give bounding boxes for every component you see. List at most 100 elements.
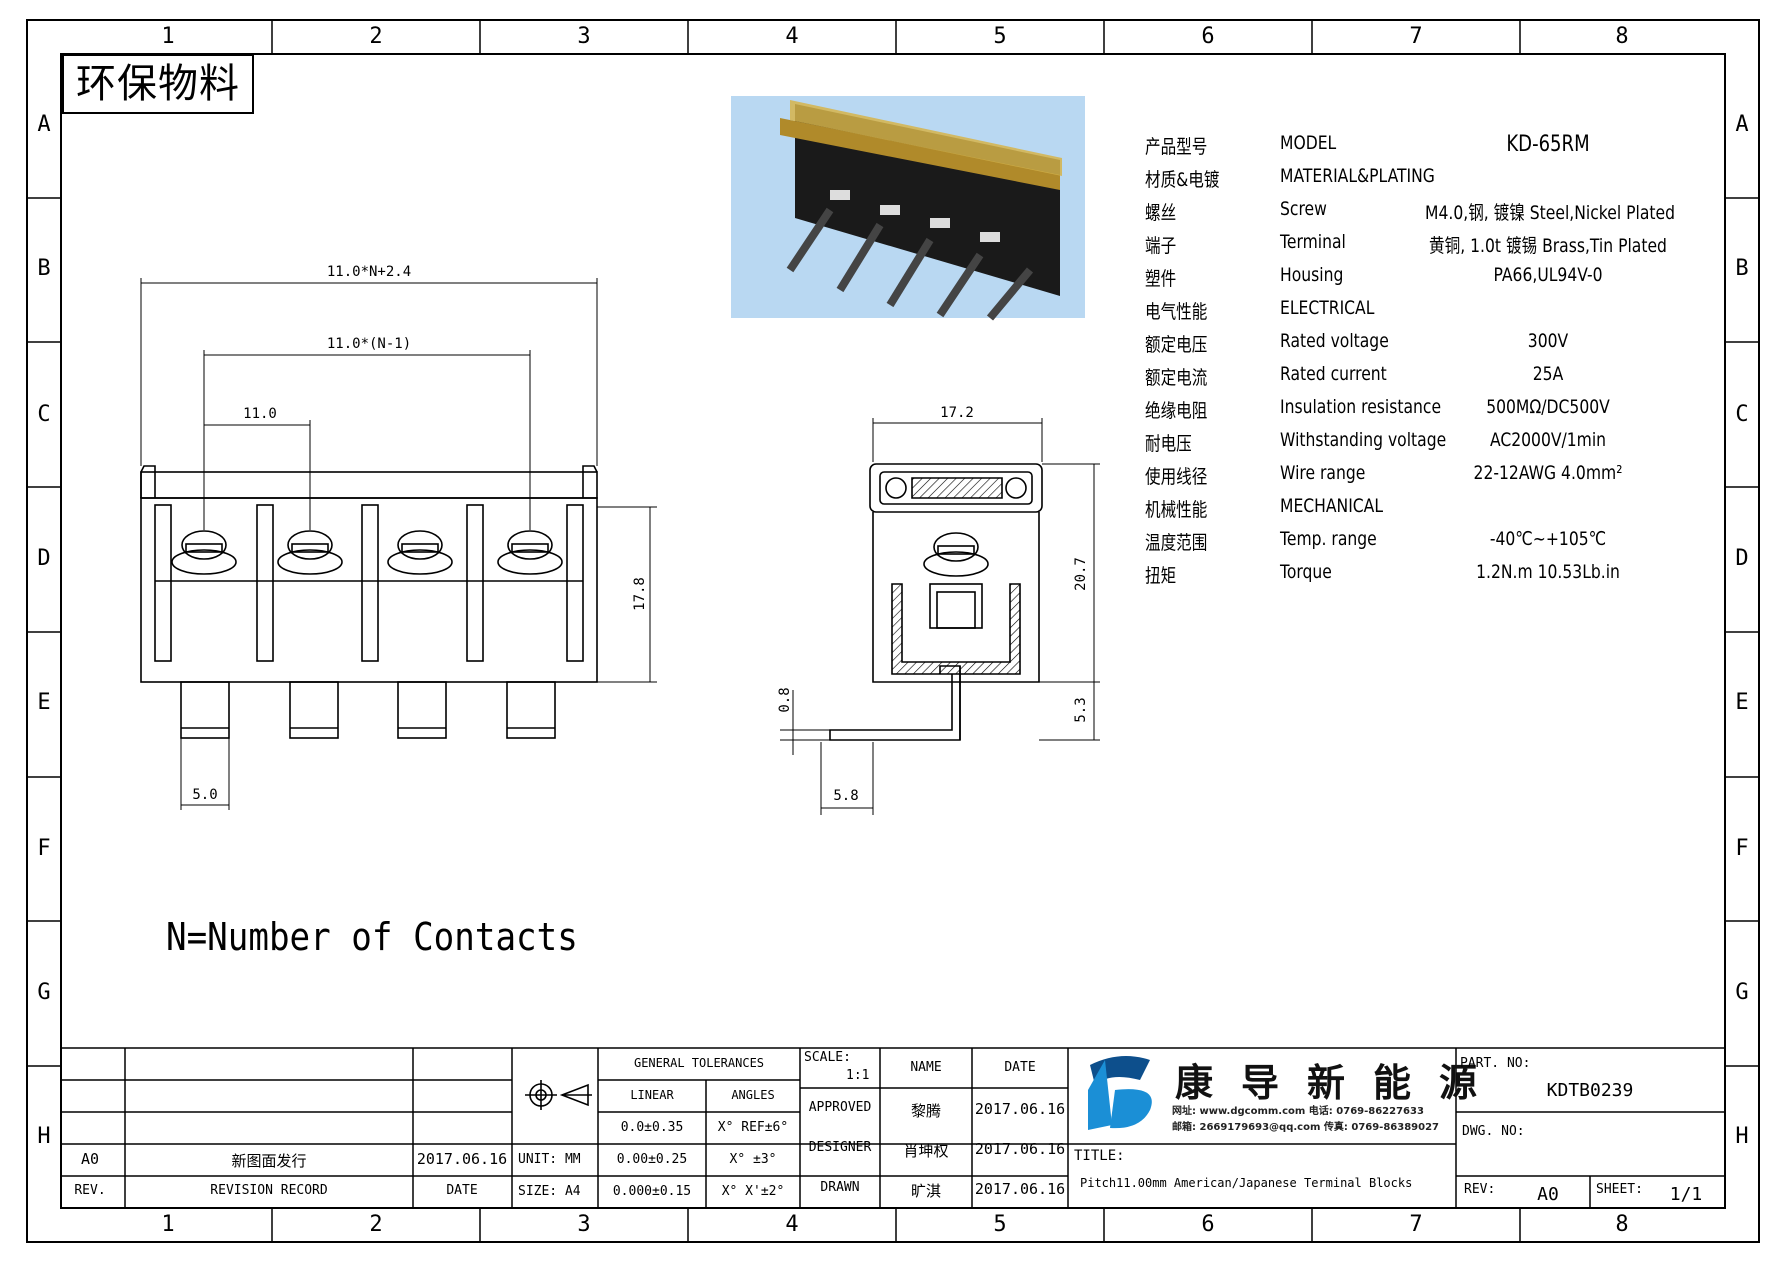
company-logo (1088, 1056, 1152, 1130)
title-block-lines (61, 1047, 1725, 1208)
angle-tolerance: X° REF±6° (717, 1120, 789, 1135)
col-label-7: 7 (1409, 24, 1423, 49)
row-label-c-right: C (1735, 402, 1749, 427)
scale-value: 1:1 (846, 1068, 870, 1083)
spec-en: ELECTRICAL (1280, 297, 1375, 319)
col-label-8-bottom: 8 (1615, 1212, 1629, 1237)
col-label-4: 4 (785, 24, 799, 49)
col-label-7-bottom: 7 (1409, 1212, 1423, 1237)
spec-value: 黄铜, 1.0t 镀锡 Brass,Tin Plated (1429, 235, 1667, 257)
approved-date: 2017.06.16 (974, 1100, 1066, 1118)
rev-value: A0 (1537, 1184, 1559, 1205)
col-label-8: 8 (1615, 24, 1629, 49)
row-label-a: A (37, 112, 51, 137)
angle-tolerance: X° ±3° (729, 1152, 777, 1167)
approved-name: 黎腾 (910, 1102, 942, 1120)
linear-header: LINEAR (630, 1088, 674, 1102)
row-label-b: B (37, 256, 51, 281)
product-photo (731, 96, 1085, 321)
col-label-2-bottom: 2 (369, 1212, 383, 1237)
designer-name: 肖坤权 (903, 1142, 949, 1160)
col-label-3: 3 (577, 24, 591, 49)
spec-en: Insulation resistance (1280, 396, 1442, 418)
row-label-d-right: D (1735, 546, 1749, 571)
drawn-label: DRAWN (820, 1180, 860, 1195)
spec-en: Screw (1280, 198, 1327, 220)
spec-en: Housing (1280, 264, 1344, 286)
row-label-b-right: B (1735, 256, 1749, 281)
spec-cn: 绝缘电阻 (1145, 400, 1208, 422)
title-label: TITLE: (1074, 1148, 1125, 1164)
company-contact-line2: 邮箱: 2669179693@qq.com 传真: 0769-86389027 (1172, 1122, 1440, 1133)
rev-cell: A0 (80, 1150, 100, 1168)
size-label: SIZE: A4 (518, 1184, 581, 1199)
revision-date-cell: 2017.06.16 (416, 1150, 508, 1168)
dim-overall-width: 11.0*N+2.4 (326, 264, 412, 280)
spec-value: 22-12AWG 4.0mm² (1473, 462, 1623, 484)
spec-cn: 扭矩 (1145, 565, 1177, 587)
col-label-2: 2 (369, 24, 383, 49)
spec-en: Rated current (1280, 363, 1387, 385)
spec-value: 500MΩ/DC500V (1486, 396, 1610, 418)
name-header: NAME (910, 1060, 942, 1075)
spec-cn: 耐电压 (1145, 433, 1192, 455)
projection-symbol (525, 1080, 592, 1110)
col-label-5-bottom: 5 (993, 1212, 1007, 1237)
dwg-no-label: DWG. NO: (1462, 1124, 1525, 1139)
rev-label: REV: (1464, 1182, 1496, 1197)
spec-cn: 电气性能 (1145, 301, 1208, 323)
col-label-1: 1 (161, 24, 175, 49)
outer-frame (26, 19, 1760, 1243)
unit-label: UNIT: MM (518, 1152, 581, 1167)
row-label-f-right: F (1735, 836, 1749, 861)
revision-record-cell: 新图面发行 (231, 1152, 307, 1170)
rev-header: REV. (74, 1183, 106, 1198)
inner-frame (60, 53, 1726, 1209)
spec-value: 25A (1532, 363, 1564, 385)
front-view (140, 465, 598, 739)
row-label-h-right: H (1735, 1124, 1749, 1149)
row-label-e-right: E (1735, 690, 1749, 715)
drawn-date: 2017.06.16 (974, 1180, 1066, 1198)
spec-cn: 温度范围 (1145, 532, 1208, 554)
date-header: DATE (446, 1183, 478, 1198)
spec-value: 1.2N.m 10.53Lb.in (1476, 561, 1620, 583)
row-label-g: G (37, 980, 51, 1005)
spec-cn: 使用线径 (1145, 466, 1208, 488)
spec-value: -40℃~+105℃ (1489, 528, 1607, 550)
angle-tolerance: X° X'±2° (721, 1184, 785, 1199)
col-label-3-bottom: 3 (577, 1212, 591, 1237)
dim-pin-thickness: 0.8 (777, 687, 793, 713)
row-label-c: C (37, 402, 51, 427)
sheet-label: SHEET: (1596, 1182, 1643, 1197)
spec-en: MODEL (1280, 132, 1337, 154)
dim-pin-width: 5.0 (192, 787, 218, 803)
drawn-name: 旷淇 (910, 1182, 942, 1200)
spec-en: Terminal (1280, 231, 1346, 253)
spec-en: Withstanding voltage (1280, 429, 1447, 451)
revision-record-header: REVISION RECORD (210, 1183, 328, 1198)
general-tolerances-header: GENERAL TOLERANCES (633, 1056, 765, 1070)
dim-side-height: 20.7 (1073, 557, 1089, 591)
col-label-1-bottom: 1 (161, 1212, 175, 1237)
row-label-d: D (37, 546, 51, 571)
spec-en: Rated voltage (1280, 330, 1389, 352)
col-label-6-bottom: 6 (1201, 1212, 1215, 1237)
dim-pitch: 11.0 (243, 406, 277, 422)
row-label-e: E (37, 690, 51, 715)
col-label-5: 5 (993, 24, 1007, 49)
spec-cn: 材质&电镀 (1145, 169, 1220, 191)
eco-material-stamp: 环保物料 (62, 54, 254, 114)
company-name: 康导新能源 (1175, 1061, 1506, 1105)
spec-cn: 产品型号 (1145, 136, 1208, 158)
spec-cn: 机械性能 (1145, 499, 1208, 521)
spec-value: KD-65RM (1506, 132, 1590, 157)
spec-cn: 额定电流 (1145, 367, 1208, 389)
row-label-g-right: G (1735, 980, 1749, 1005)
company-contact-line1: 网址: www.dgcomm.com 电话: 0769-86227633 (1172, 1106, 1424, 1117)
spec-en: Torque (1280, 561, 1332, 583)
side-dimensions (780, 418, 1100, 815)
spec-cn: 端子 (1145, 235, 1177, 257)
